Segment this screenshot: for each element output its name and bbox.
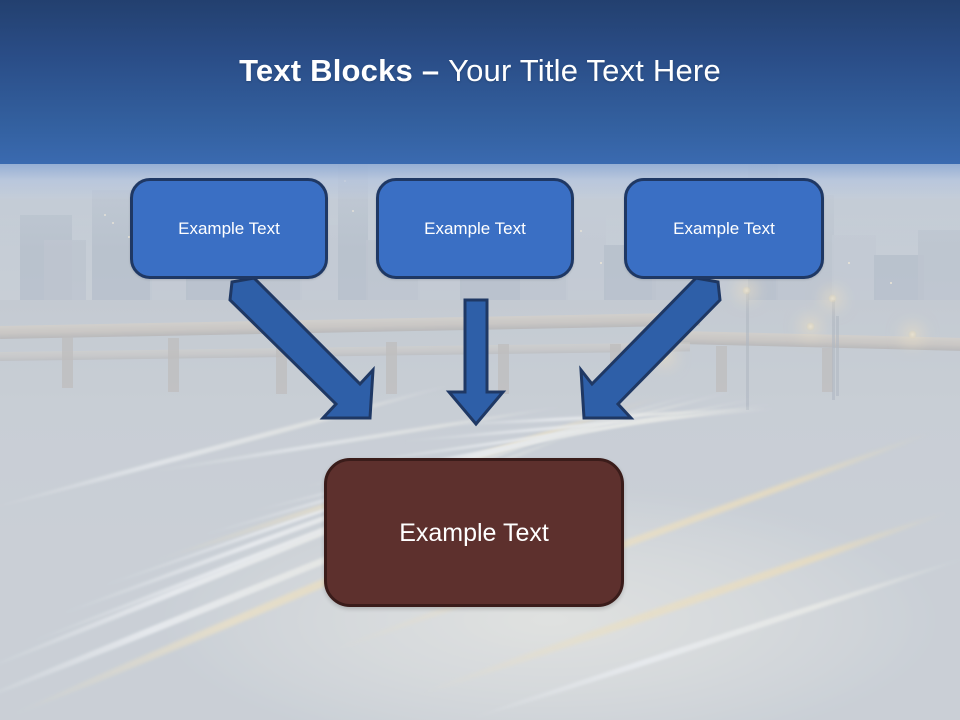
highway-pier bbox=[62, 336, 73, 388]
page-title-separator: – bbox=[421, 53, 449, 88]
highway-pier bbox=[716, 346, 727, 392]
text-block-3-label: Example Text bbox=[673, 218, 775, 238]
arrow-down-right-icon bbox=[218, 276, 378, 428]
arrow-down-left-icon bbox=[579, 276, 732, 428]
building-window bbox=[890, 282, 892, 284]
text-block-2[interactable]: Example Text bbox=[376, 178, 574, 279]
highway-pier bbox=[822, 348, 833, 392]
highway-pier bbox=[498, 344, 509, 394]
result-text-block-label: Example Text bbox=[399, 518, 549, 547]
result-text-block[interactable]: Example Text bbox=[324, 458, 624, 607]
street-light bbox=[908, 330, 917, 339]
page-title: Text Blocks – Your Title Text Here bbox=[0, 52, 960, 90]
street-light bbox=[742, 286, 751, 295]
page-title-bold: Text Blocks bbox=[239, 53, 422, 88]
building-window bbox=[600, 262, 602, 264]
building-window bbox=[848, 262, 850, 264]
highway-pier bbox=[276, 340, 287, 394]
page-title-regular: Your Title Text Here bbox=[448, 53, 721, 88]
lamp-pole bbox=[746, 292, 749, 410]
highway-pier bbox=[386, 342, 397, 394]
arrow-down-icon bbox=[444, 296, 508, 428]
highway-pier bbox=[168, 338, 179, 392]
text-block-1-label: Example Text bbox=[178, 218, 280, 238]
text-block-1[interactable]: Example Text bbox=[130, 178, 328, 279]
lamp-pole bbox=[836, 316, 839, 396]
text-block-3[interactable]: Example Text bbox=[624, 178, 824, 279]
street-light bbox=[828, 294, 837, 303]
title-banner: Text Blocks – Your Title Text Here bbox=[0, 0, 960, 200]
lamp-pole bbox=[832, 300, 835, 400]
text-block-2-label: Example Text bbox=[424, 218, 526, 238]
street-light bbox=[806, 322, 815, 331]
